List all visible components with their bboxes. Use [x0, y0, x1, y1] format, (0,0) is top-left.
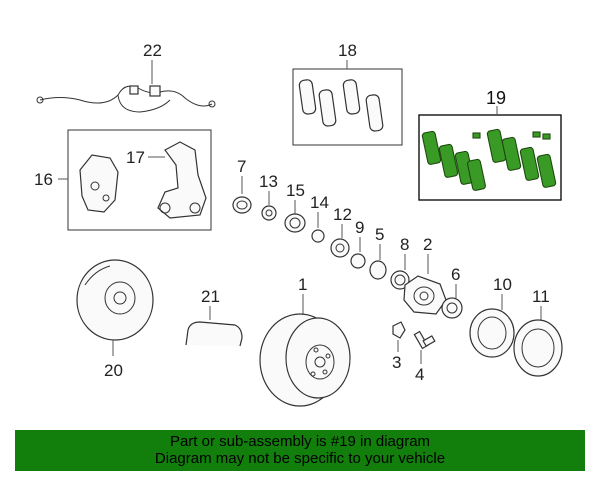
label-17: 17	[126, 148, 145, 167]
part-4-hub-bolt[interactable]	[413, 330, 436, 350]
banner-line-2: Diagram may not be specific to your vehi…	[154, 450, 446, 467]
label-21: 21	[201, 287, 220, 306]
label-19: 19	[486, 88, 506, 108]
label-20: 20	[104, 361, 123, 380]
part-16-box	[67, 129, 212, 231]
label-16: 16	[34, 170, 53, 189]
label-9: 9	[355, 218, 364, 237]
label-18: 18	[338, 41, 357, 60]
label-11: 11	[532, 287, 550, 306]
label-3: 3	[392, 353, 401, 372]
label-4: 4	[415, 365, 424, 384]
part-13-washer[interactable]	[261, 205, 277, 221]
label-5: 5	[375, 225, 384, 244]
label-22: 22	[143, 41, 162, 60]
part-6-seal[interactable]	[441, 297, 463, 319]
label-7: 7	[237, 157, 246, 176]
part-17-caliper[interactable]	[157, 141, 207, 219]
banner-line-1: Part or sub-assembly is #19 in diagram	[169, 433, 431, 450]
label-15: 15	[286, 181, 305, 200]
part-15-bearing[interactable]	[284, 213, 306, 233]
part-16-caliper-bracket[interactable]	[79, 154, 119, 213]
label-13: 13	[259, 172, 278, 191]
part-22-abs-sensor-wire[interactable]	[36, 85, 216, 113]
label-8: 8	[400, 235, 409, 254]
part-7-seal[interactable]	[232, 196, 252, 214]
part-12-bearing[interactable]	[330, 238, 350, 258]
part-20-backing-plate[interactable]	[76, 259, 154, 341]
label-2: 2	[423, 235, 432, 254]
label-14: 14	[310, 193, 329, 212]
part-1-brake-rotor[interactable]	[259, 313, 351, 407]
part-2-hub[interactable]	[403, 275, 447, 315]
part-19-box	[418, 114, 562, 201]
part-18-pads[interactable]	[298, 79, 384, 132]
part-19-brake-pads[interactable]	[421, 128, 557, 191]
label-6: 6	[451, 265, 460, 284]
label-1: 1	[298, 275, 307, 294]
part-10-gasket[interactable]	[469, 308, 515, 358]
label-12: 12	[333, 205, 352, 224]
part-9-washer[interactable]	[350, 253, 366, 269]
part-5-seal[interactable]	[369, 260, 387, 280]
part-11-gasket[interactable]	[513, 319, 563, 377]
label-10: 10	[493, 275, 512, 294]
part-14-snap-ring[interactable]	[311, 229, 325, 243]
info-banner: Part or sub-assembly is #19 in diagram D…	[15, 430, 585, 471]
part-8-o-ring[interactable]	[390, 270, 410, 290]
part-21-brake-hose[interactable]	[185, 321, 243, 347]
part-3-lug-nut[interactable]	[392, 321, 406, 339]
exploded-parts-diagram: 22 18 19 16 17 7	[34, 41, 563, 407]
